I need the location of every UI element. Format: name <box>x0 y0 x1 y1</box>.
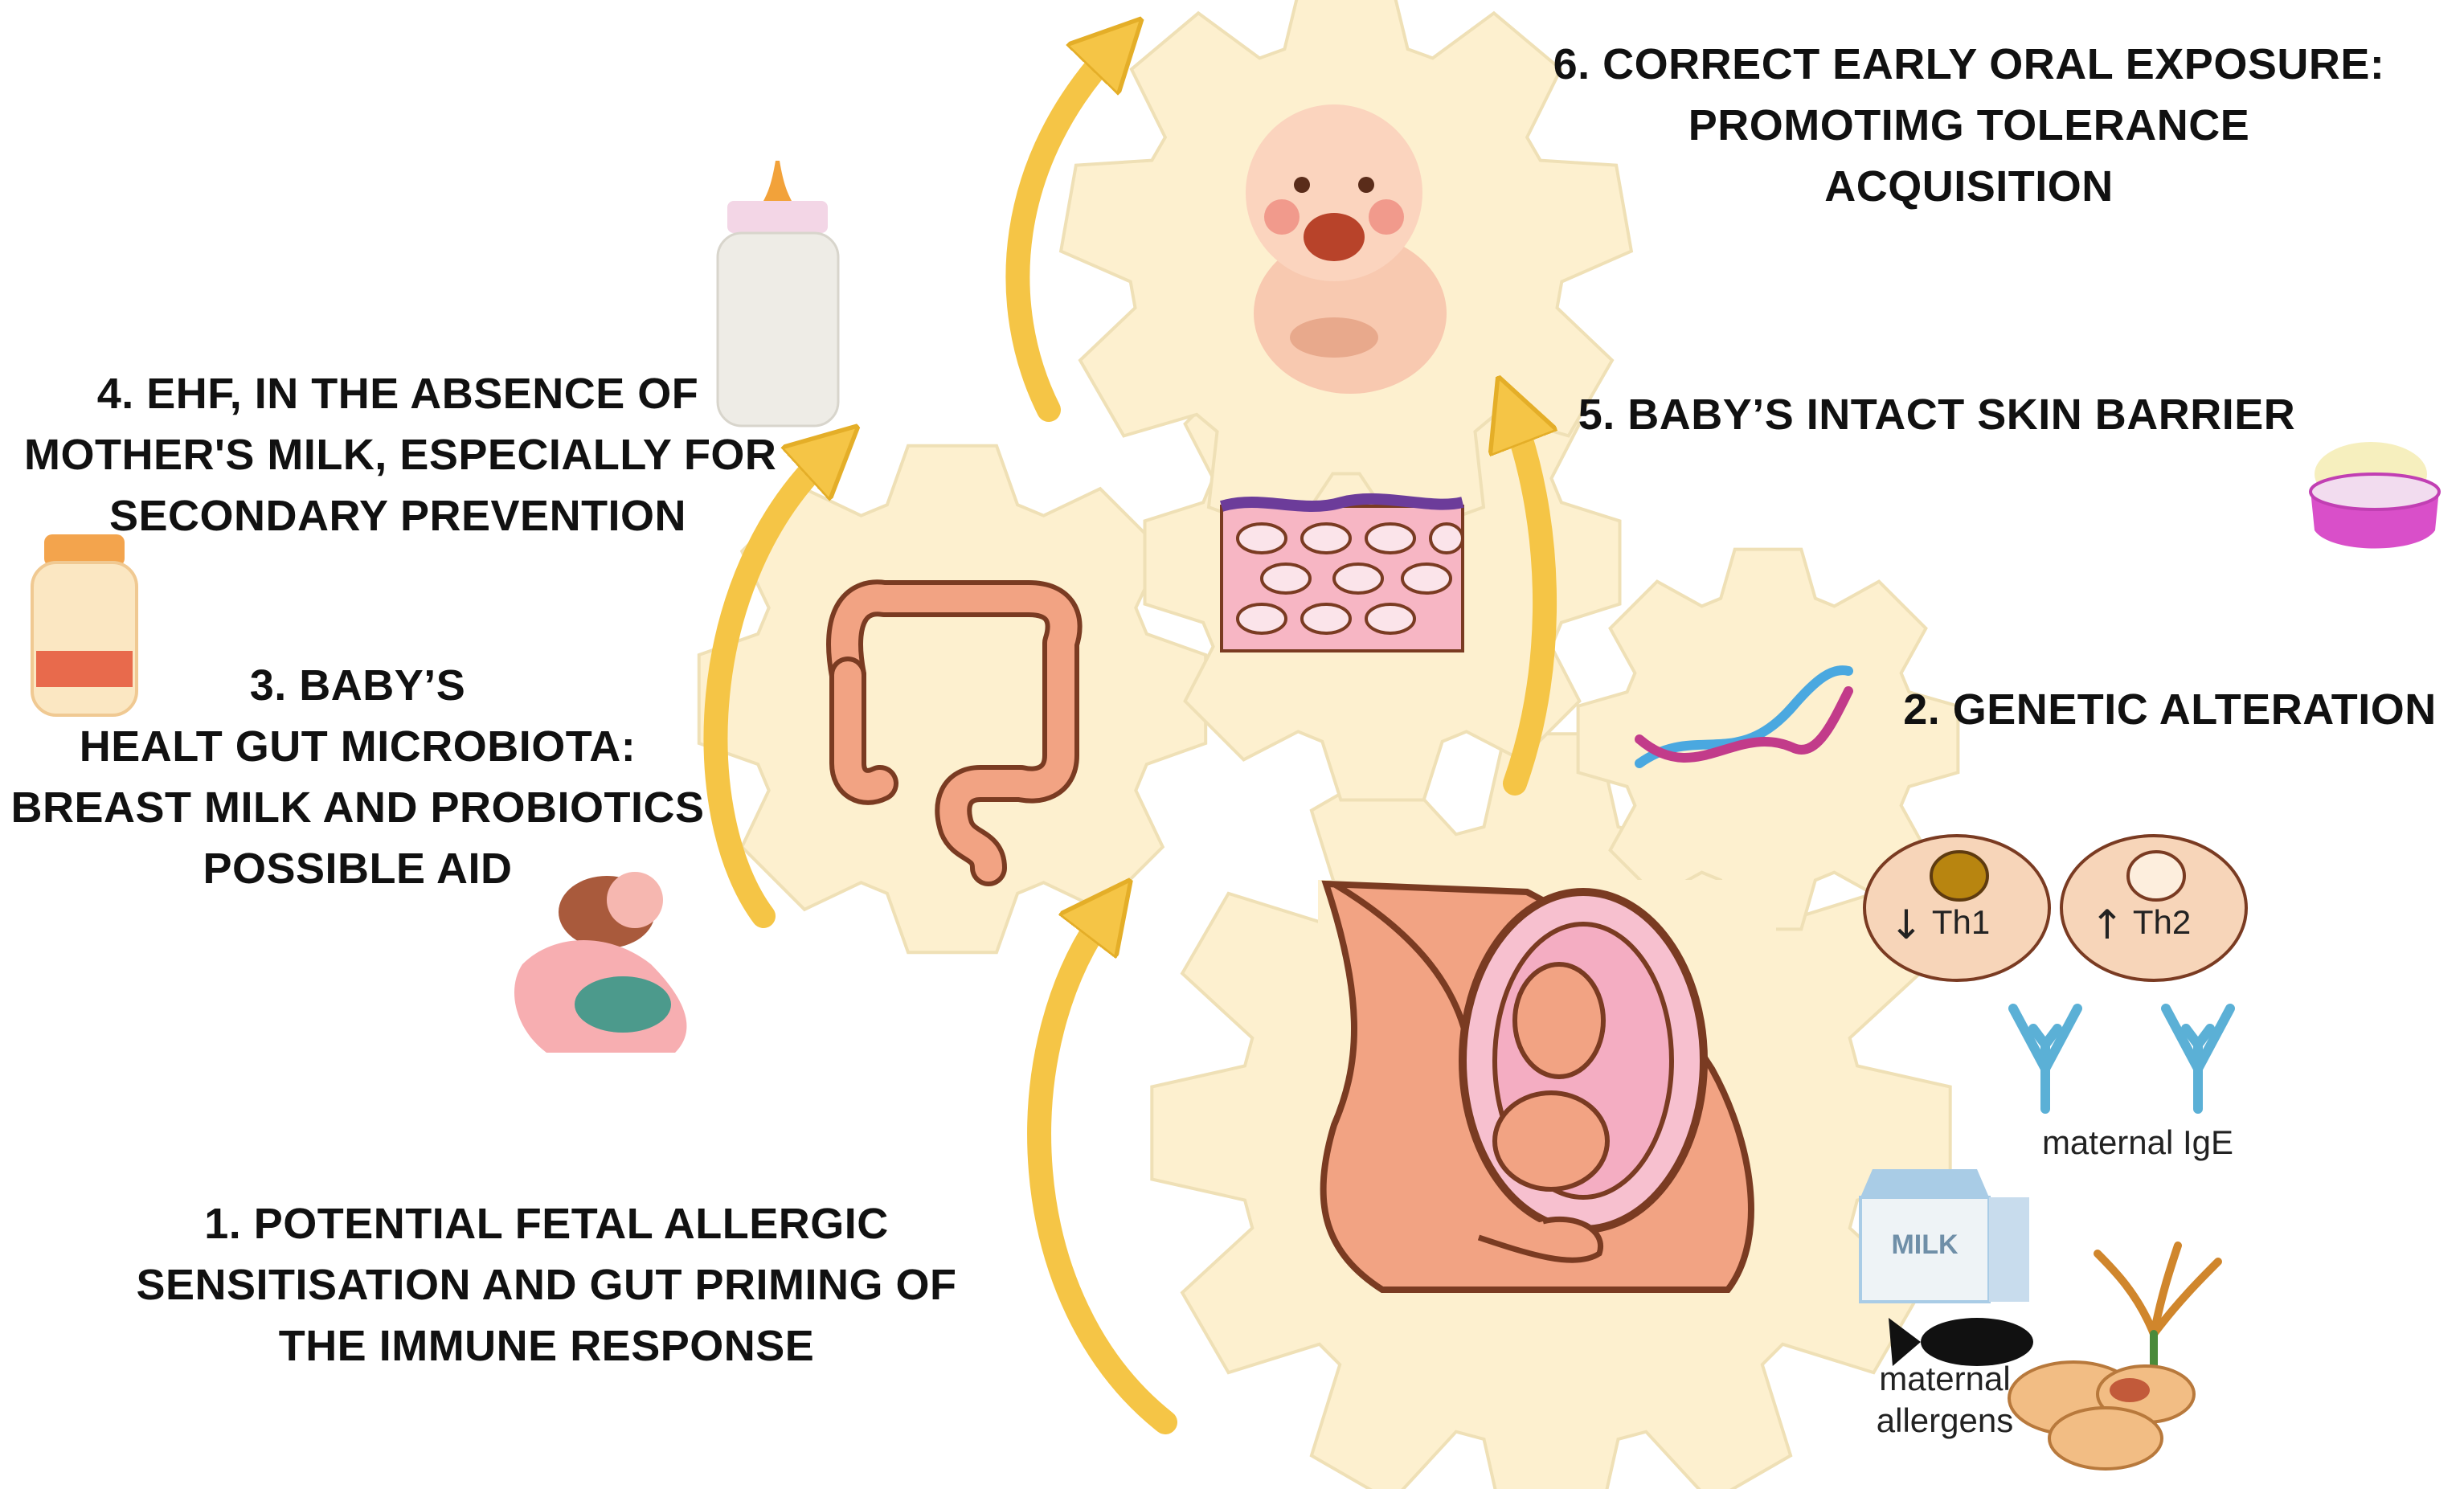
baby-bottle-icon <box>716 161 840 427</box>
pregnancy-illustration <box>1318 880 1776 1293</box>
th1-down-arrow: ↓ <box>1889 902 1923 948</box>
skin-barrier-icon <box>1219 493 1464 652</box>
maternal-ige-caption: maternal IgE <box>2041 1123 2234 1161</box>
th1-label: Th1 <box>1932 903 1990 941</box>
th2-up-arrow: ↑ <box>2090 902 2124 948</box>
step-5-label: 5. BABY’S INTACT SKIN BARRIER <box>1578 391 2296 439</box>
probiotic-drink-icon <box>31 534 138 717</box>
intestine-icon <box>826 579 1083 886</box>
th2-label: Th2 <box>2133 903 2191 941</box>
dna-icon <box>1635 665 1853 768</box>
baby-eating-icon <box>1246 104 1447 394</box>
th2-cell <box>2060 834 2248 982</box>
peanut-icon <box>2008 1360 2196 1471</box>
breastfeeding-icon <box>514 872 687 1053</box>
fish-icon <box>1889 1318 2033 1366</box>
milk-carton-icon <box>1859 1169 2029 1303</box>
milk-carton-label: MILK <box>1891 1229 1959 1260</box>
step-2-label: 2. GENETIC ALTERATION <box>1903 685 2437 734</box>
antibody-icon <box>2008 1004 2235 1114</box>
cream-jar-icon <box>2309 442 2441 549</box>
cycle-arrows <box>703 44 1545 1434</box>
wheat-icon <box>2094 1242 2222 1370</box>
th1-cell <box>1863 834 2051 982</box>
step-6-label: 6. CORRECT EARLY ORAL EXPOSURE:PROMOTIMG… <box>1553 40 2385 211</box>
